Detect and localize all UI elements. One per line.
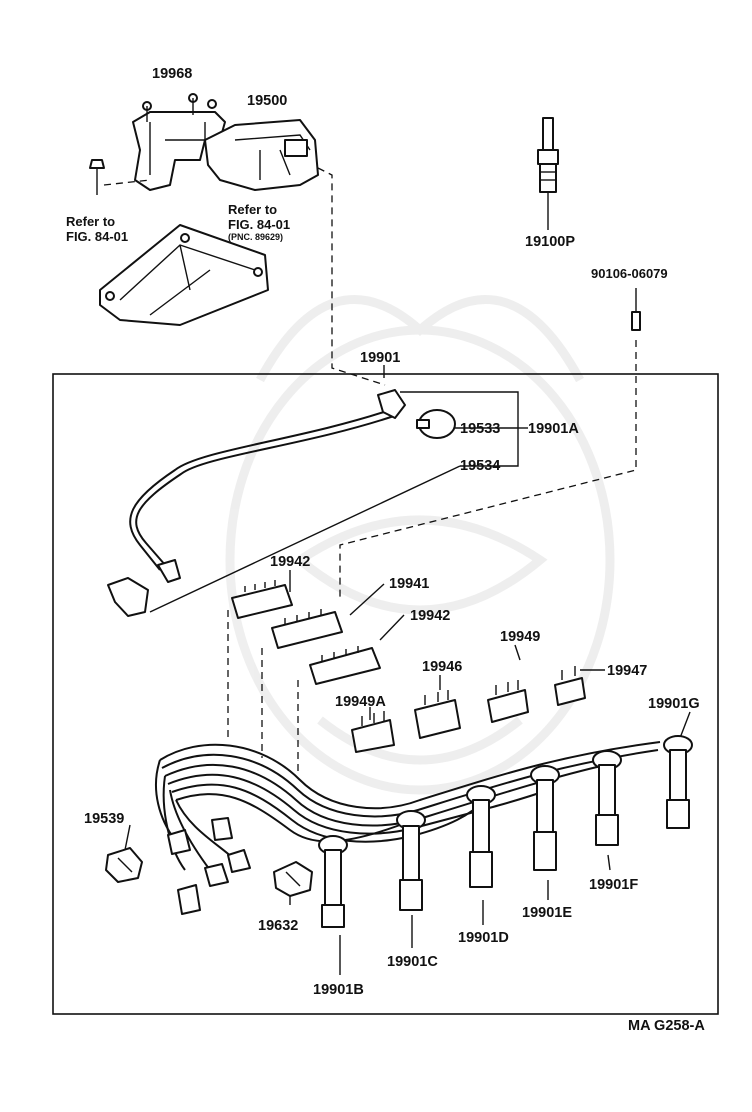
leader-19500	[317, 167, 386, 386]
label-19901A: 19901A	[528, 421, 579, 437]
clamp-19942-top-drawing	[231, 580, 293, 619]
clamp-dashes	[227, 610, 299, 775]
plug-boot-19901G-drawing	[663, 735, 693, 829]
bolt-drawing	[89, 159, 151, 195]
label-19949: 19949	[500, 629, 540, 645]
figure-code: MA G258-A	[628, 1018, 705, 1034]
grommet-19539-drawing	[105, 847, 143, 883]
assembly-frame	[52, 373, 719, 1015]
clamp-19949-drawing	[487, 680, 529, 723]
plug-boot-19901D-drawing	[466, 785, 496, 888]
plug-boot-19901C-drawing	[396, 810, 426, 911]
refer-note-2-line3: (PNC. 89629)	[228, 232, 283, 242]
refer-note-1-line2: FIG. 84-01	[66, 229, 128, 244]
refer-note-1-line1: Refer to	[66, 214, 115, 229]
leaders	[124, 365, 691, 975]
clamp-19942-bottom-drawing	[309, 646, 381, 685]
label-19968: 19968	[152, 66, 192, 82]
label-19539: 19539	[84, 811, 124, 827]
label-19947: 19947	[607, 663, 647, 679]
bracket-19968-drawing	[132, 93, 226, 191]
clamp-19947-drawing	[554, 666, 586, 706]
label-19901D: 19901D	[458, 930, 509, 946]
label-19100P: 19100P	[525, 234, 575, 250]
bolt-90106-drawing	[339, 288, 641, 600]
label-19901C: 19901C	[387, 954, 438, 970]
label-19901F: 19901F	[589, 877, 638, 893]
clamp-19949A-drawing	[351, 711, 395, 753]
lower-bracket-drawing	[99, 224, 269, 326]
label-19946: 19946	[422, 659, 462, 675]
label-19901B: 19901B	[313, 982, 364, 998]
ignitor-19500-drawing	[204, 119, 319, 191]
label-19632: 19632	[258, 918, 298, 934]
clamp-19941-drawing	[271, 609, 343, 649]
plug-boot-19901E-drawing	[530, 765, 560, 871]
refer-note-2-line2: FIG. 84-01	[228, 217, 290, 232]
grommet-19632-drawing	[273, 861, 313, 897]
spark-plug-drawing	[537, 117, 559, 230]
label-19901G: 19901G	[648, 696, 700, 712]
plug-boot-19901F-drawing	[592, 750, 622, 846]
label-19941: 19941	[389, 576, 429, 592]
label-19901: 19901	[360, 350, 400, 366]
label-19534: 19534	[460, 458, 500, 474]
label-90106-06079: 90106-06079	[591, 266, 668, 281]
label-19901E: 19901E	[522, 905, 572, 921]
clamp-19946-drawing	[414, 690, 461, 739]
watermark-logo	[225, 295, 615, 795]
label-19500: 19500	[247, 93, 287, 109]
label-19533: 19533	[460, 421, 500, 437]
refer-note-2-line1: Refer to	[228, 202, 277, 217]
label-19942-top: 19942	[270, 554, 310, 570]
label-19949A: 19949A	[335, 694, 386, 710]
coil-wire-19901A-drawing	[107, 389, 456, 617]
label-19942-bottom: 19942	[410, 608, 450, 624]
plug-boot-19901B-drawing	[318, 835, 348, 928]
